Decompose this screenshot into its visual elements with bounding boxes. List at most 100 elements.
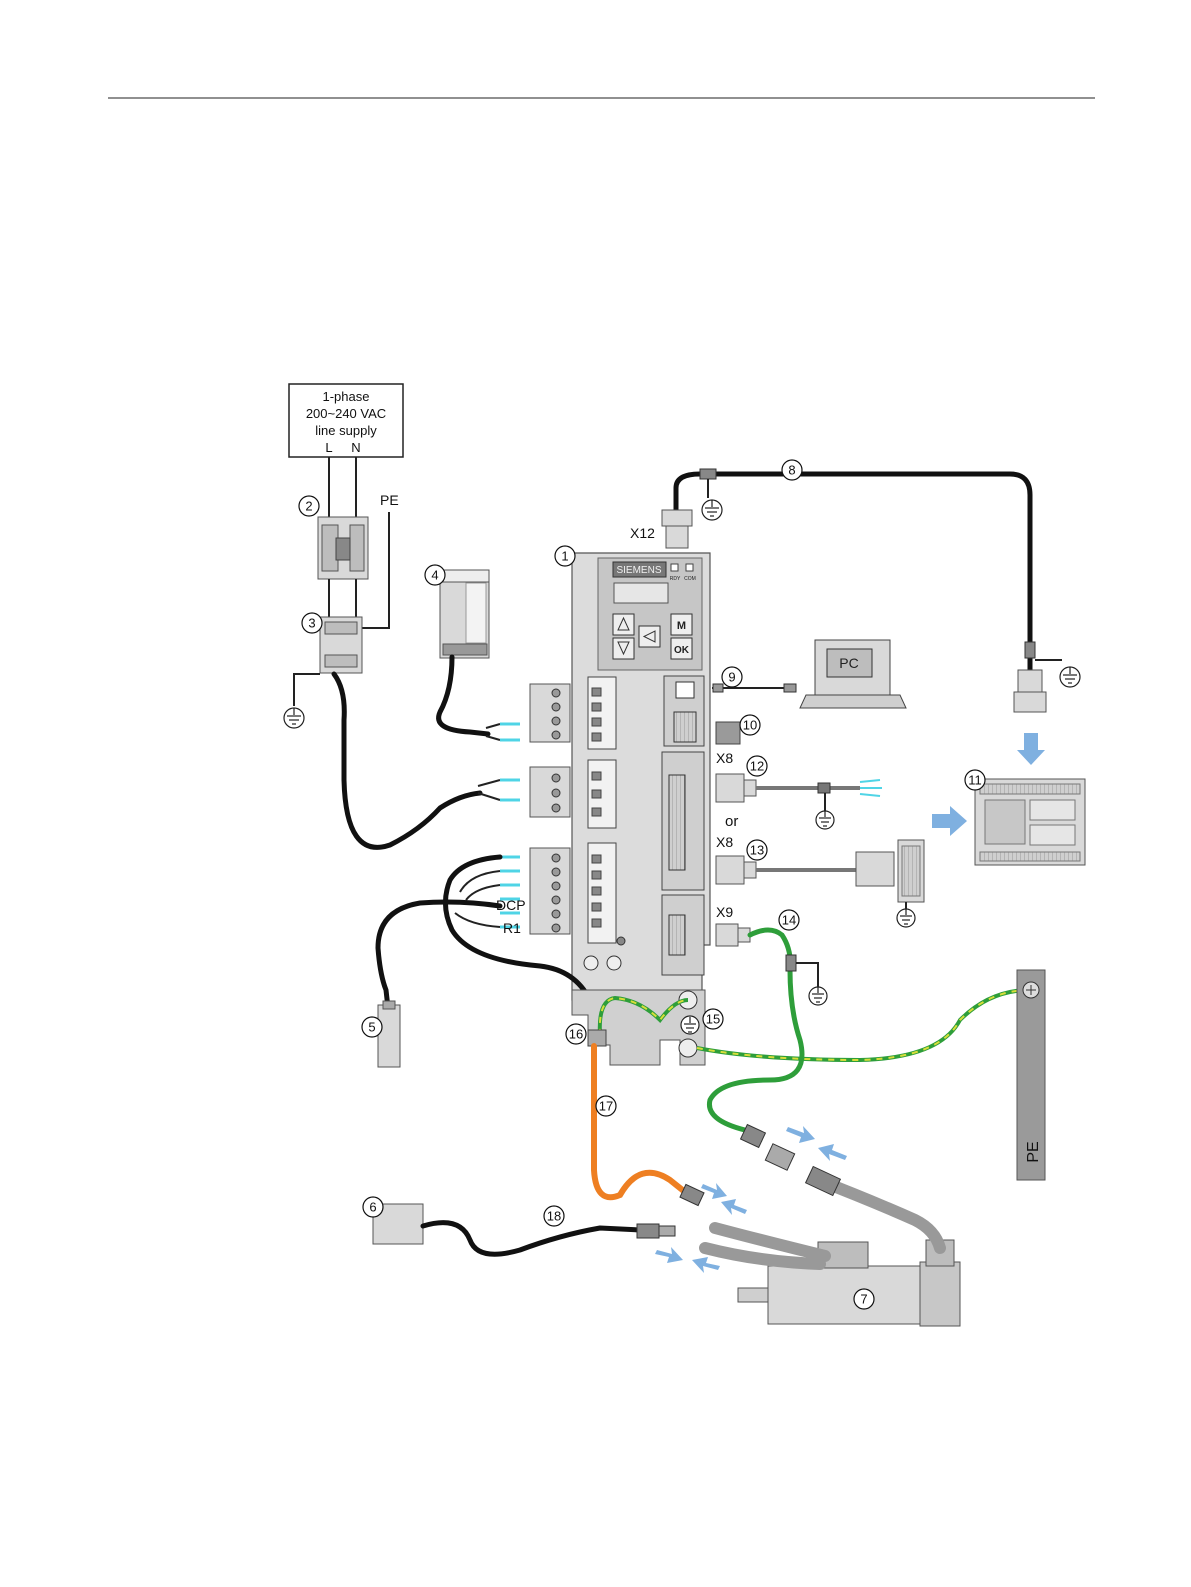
supply-n-label: N [351,440,360,455]
x8-label-b: X8 [716,834,733,850]
ground-symbol-x9 [809,987,827,1005]
arrow-icon [818,1144,847,1161]
line-supply-box: 1-phase 200~240 VAC line supply L N [289,384,403,457]
callout-3: 3 [302,613,322,633]
x9-label: X9 [716,904,733,920]
key-m-label: M [677,620,686,632]
callout-14: 14 [779,910,799,930]
screw-icon [584,956,598,970]
supply-l-label: L [325,440,332,455]
svg-text:3: 3 [308,616,315,631]
svg-text:17: 17 [599,1099,613,1114]
callout-7: 7 [854,1289,874,1309]
rdy-label: RDY [670,576,681,582]
svg-text:13: 13 [750,843,764,858]
arrow-right-icon [932,806,967,836]
supply-line-3: line supply [315,423,377,438]
callout-15: 15 [703,1009,723,1029]
x9-connector [716,924,750,946]
callout-2: 2 [299,496,319,516]
callout-13: 13 [747,840,767,860]
pe-bar-label: PE [1025,1141,1042,1162]
screw-icon [607,956,621,970]
svg-text:9: 9 [728,670,735,685]
rdy-led [671,564,678,571]
svg-text:2: 2 [305,499,312,514]
arrow-icon [692,1257,720,1273]
callout-6: 6 [363,1197,383,1217]
pe-busbar: PE [1017,970,1045,1180]
svg-text:16: 16 [569,1027,583,1042]
x8-label-a: X8 [716,750,733,766]
callout-4: 4 [425,565,445,585]
svg-text:8: 8 [788,463,795,478]
pe-top-label: PE [380,492,399,508]
ground-symbol-plate [681,1016,699,1034]
battery-plug [637,1224,659,1238]
callout-8: 8 [782,460,802,480]
sd-card-slot[interactable] [674,712,696,742]
svg-text:14: 14 [782,913,796,928]
ground-symbol-x8a [816,811,834,829]
svg-text:11: 11 [968,773,982,788]
arrow-icon [721,1199,747,1215]
callout-18: 18 [544,1206,564,1226]
arrow-down-icon [1017,733,1045,765]
svg-text:7: 7 [860,1292,867,1307]
power-supply-24v [440,570,489,658]
sd-card [716,722,740,744]
arrow-icon [701,1183,727,1199]
x12-label: X12 [630,525,655,541]
key-ok-label: OK [674,645,690,656]
svg-text:12: 12 [750,759,764,774]
ground-symbol-plc-cable [1060,667,1080,687]
plug-connector-l1l2 [530,767,570,817]
or-label: or [725,813,738,830]
arrow-icon [786,1126,815,1143]
callout-16: 16 [566,1024,586,1044]
svg-text:1: 1 [561,549,568,564]
key-up[interactable] [613,614,634,635]
arrow-icon [655,1247,683,1263]
callout-1: 1 [555,546,575,566]
x8-connector-a [716,774,756,802]
circuit-breaker [318,517,368,579]
shield-clamp [588,1030,606,1046]
callout-9: 9 [722,667,742,687]
ground-symbol-x12 [702,500,722,520]
r1-label: R1 [503,920,521,936]
svg-text:5: 5 [368,1020,375,1035]
x8-connector-b [716,856,756,884]
com-led [686,564,693,571]
terminal-breakout-board [856,840,924,902]
ground-symbol-filter [284,708,304,728]
supply-line-2: 200~240 VAC [306,406,386,421]
plug-connector-motor [530,848,570,934]
servo-motor [738,1240,960,1326]
plc-comm-connector [1014,670,1046,712]
line-filter [320,617,362,673]
pc-laptop: PC [800,640,906,708]
callout-12: 12 [747,756,767,776]
x12-connector [662,510,692,548]
callout-5: 5 [362,1017,382,1037]
pc-label: PC [839,655,858,671]
plc-controller [975,779,1085,865]
callout-17: 17 [596,1096,616,1116]
braking-resistor [378,1001,400,1067]
com-label: COM [684,576,696,582]
key-ok[interactable]: OK [671,638,692,659]
plug-connector-x6 [530,684,570,742]
key-m[interactable]: M [671,614,692,635]
servo-drive: SIEMENS RDY COM M OK [572,553,710,1000]
key-shift[interactable] [639,626,660,647]
screw-icon [679,1039,697,1057]
key-down[interactable] [613,638,634,659]
svg-text:10: 10 [743,718,757,733]
ground-symbol-x8b [897,909,915,927]
usb-port[interactable] [676,682,694,698]
svg-text:6: 6 [369,1200,376,1215]
callout-11: 11 [965,770,985,790]
brand-label: SIEMENS [616,565,661,576]
